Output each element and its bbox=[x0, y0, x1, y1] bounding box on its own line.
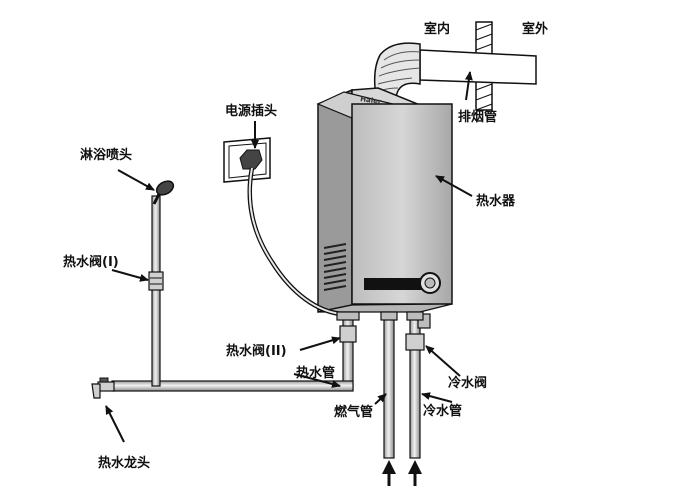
label-hot-water-faucet: 热水龙头 bbox=[98, 456, 151, 471]
label-water-heater: 热水器 bbox=[476, 194, 516, 209]
power-socket bbox=[223, 137, 271, 183]
brand-logo: Haier bbox=[360, 95, 383, 106]
label-power-plug: 电源插头 bbox=[225, 104, 278, 119]
label-indoor: 室内 bbox=[424, 22, 451, 37]
label-hot-valve-1: 热水阀(I) bbox=[63, 255, 119, 270]
label-gas-pipe: 燃气管 bbox=[334, 405, 374, 420]
hot-water-pipe bbox=[111, 195, 360, 392]
label-shower-head: 淋浴喷头 bbox=[80, 148, 133, 163]
gas-inflow-arrow bbox=[382, 460, 396, 486]
label-flue-pipe: 排烟管 bbox=[458, 110, 498, 125]
gas-pipe bbox=[380, 311, 398, 459]
water-heater bbox=[316, 87, 453, 313]
label-cold-water-pipe: 冷水管 bbox=[423, 404, 463, 419]
hot-water-faucet bbox=[91, 377, 115, 399]
vent-grille bbox=[323, 243, 347, 291]
label-cold-water-valve: 冷水阀 bbox=[448, 376, 488, 391]
cold-water-inflow-arrow bbox=[408, 460, 422, 486]
leader-arrows bbox=[105, 71, 473, 443]
shower-head bbox=[152, 180, 175, 205]
label-outdoor: 室外 bbox=[522, 22, 549, 37]
label-hot-water-pipe: 热水管 bbox=[296, 366, 336, 381]
flue-pipe bbox=[373, 42, 537, 105]
cold-water-pipe bbox=[405, 311, 431, 459]
label-hot-valve-2: 热水阀(II) bbox=[226, 344, 287, 359]
